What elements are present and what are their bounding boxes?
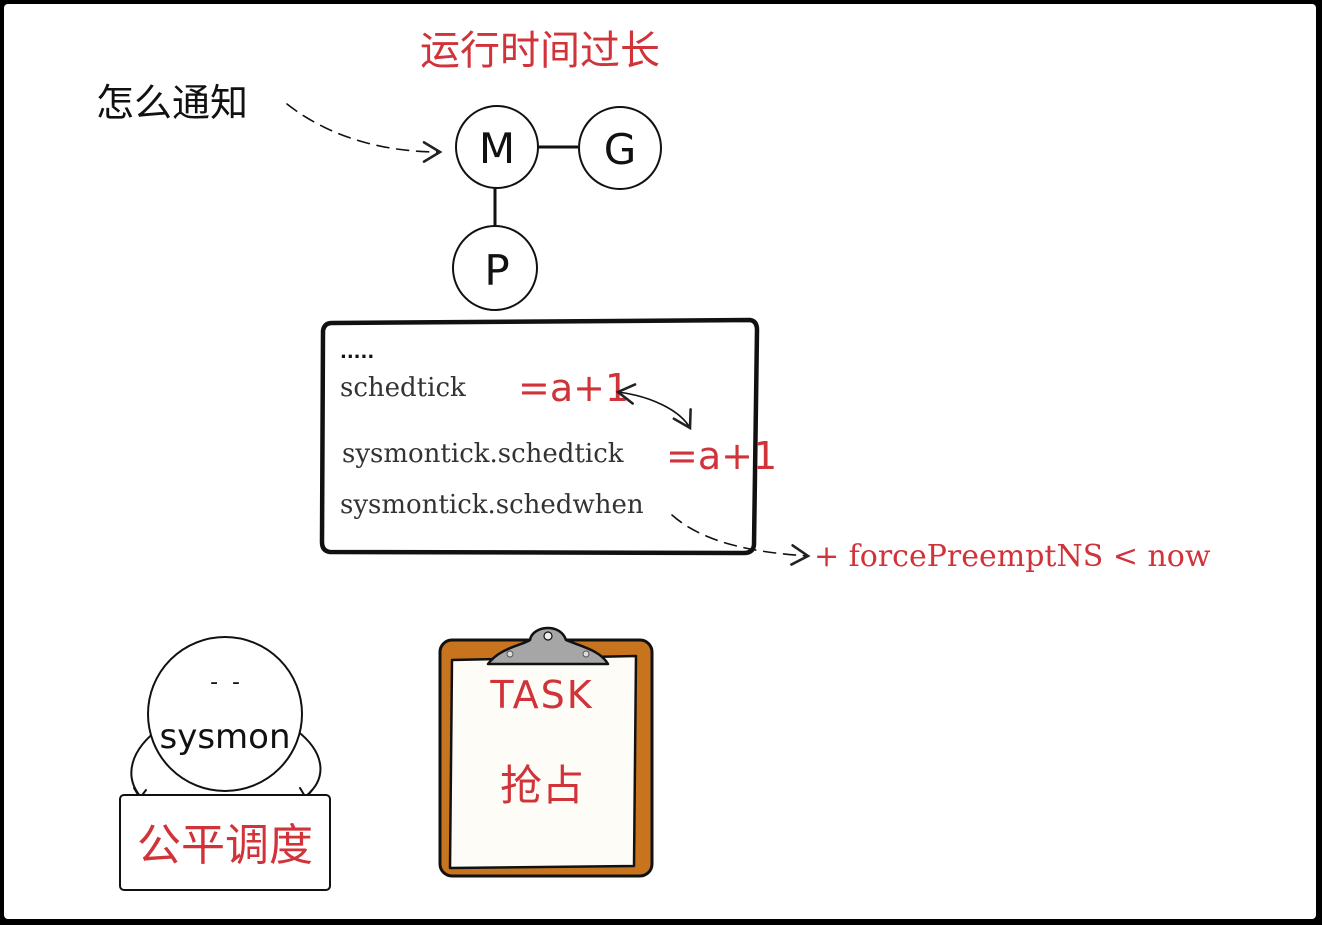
sysmon-eyes: - - bbox=[210, 670, 240, 695]
sysmon-name: sysmon bbox=[159, 717, 290, 757]
task-title: TASK bbox=[489, 673, 593, 717]
code-box: ..... schedtick =a+1 sysmontick.schedtic… bbox=[319, 317, 777, 556]
clip-icon bbox=[486, 626, 610, 666]
code-line-sysmontick-schedtick-expr: =a+1 bbox=[666, 434, 777, 478]
code-line-schedtick: schedtick bbox=[340, 373, 466, 403]
equality-arrow bbox=[615, 383, 692, 431]
preempt-condition: + forcePreemptNS < now bbox=[814, 539, 1211, 574]
sysmon-sign-label: 公平调度 bbox=[137, 820, 313, 871]
notify-arrow bbox=[286, 103, 443, 163]
code-line-schedtick-expr: =a+1 bbox=[518, 366, 629, 410]
node-p: P bbox=[452, 225, 538, 311]
task-clipboard: TASK 抢占 bbox=[438, 626, 654, 878]
condition-arrow bbox=[671, 514, 811, 566]
title: 运行时间过长 bbox=[420, 28, 660, 74]
node-m: M bbox=[455, 105, 539, 189]
sysmon-sign bbox=[119, 794, 331, 891]
node-m-label: M bbox=[479, 124, 515, 173]
sysmon-character: 公平调度 - - sysmon bbox=[119, 636, 331, 891]
notify-label: 怎么通知 bbox=[96, 81, 248, 125]
code-line-sysmontick-schedwhen: sysmontick.schedwhen bbox=[340, 490, 644, 520]
node-g-label: G bbox=[604, 125, 637, 174]
node-p-label: P bbox=[484, 246, 509, 295]
task-action: 抢占 bbox=[500, 761, 584, 810]
code-line-sysmontick-schedtick: sysmontick.schedtick bbox=[342, 439, 624, 469]
node-g: G bbox=[578, 106, 662, 190]
code-ellipsis: ..... bbox=[340, 342, 374, 363]
sysmon-head bbox=[147, 636, 303, 792]
